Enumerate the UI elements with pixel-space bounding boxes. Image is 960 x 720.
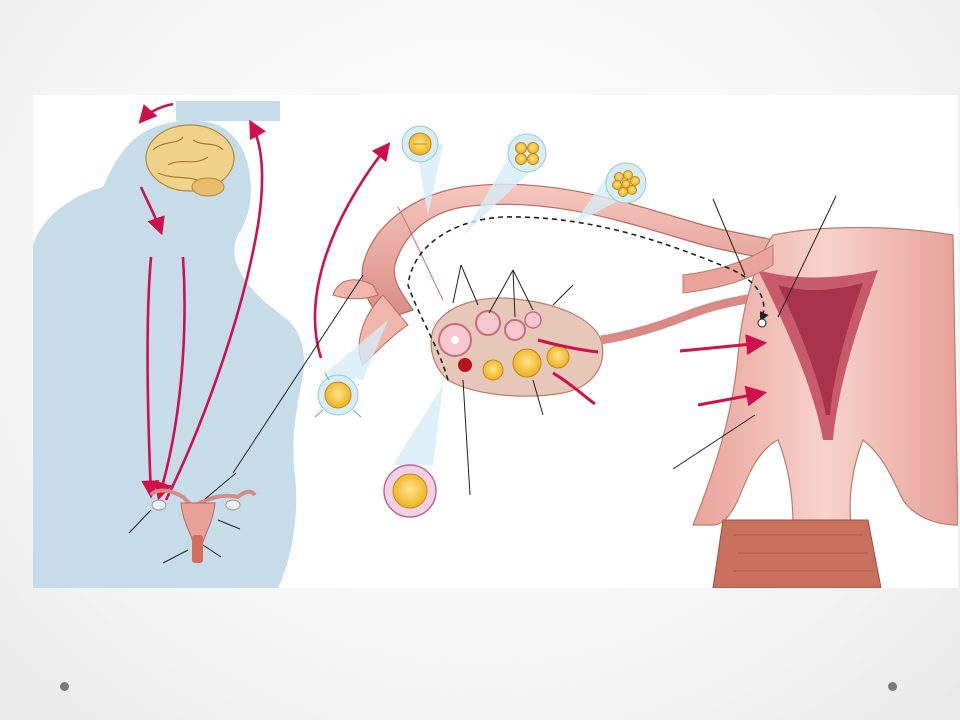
- lh-arrow: [141, 256, 160, 499]
- reproductive-organs-icon: [149, 488, 257, 563]
- slide-dot-left: [60, 682, 69, 691]
- gnrh-up-arrow: [138, 102, 174, 124]
- mitosis-arrow: [313, 142, 391, 359]
- brain-icon: [145, 124, 235, 197]
- uterus-large: [682, 226, 958, 588]
- fsh-arrow: [154, 256, 186, 501]
- left-leader-lines: [128, 472, 241, 564]
- slide-dot-right: [888, 682, 897, 691]
- female-silhouette-icon: [33, 120, 305, 588]
- reproduction-diagram: [33, 101, 958, 588]
- gnrh-to-pituitary-arrow: [139, 186, 165, 236]
- hormone-arrows: [138, 102, 266, 501]
- right-leader-lines: [232, 195, 837, 496]
- blastocyst-dot: [757, 318, 767, 328]
- cell-bubbles: [314, 125, 647, 518]
- slide-figure: [33, 95, 958, 588]
- uterus-hormone-arrows: [537, 334, 768, 407]
- estrogen-to-hypothalamus-arrow: [164, 119, 266, 501]
